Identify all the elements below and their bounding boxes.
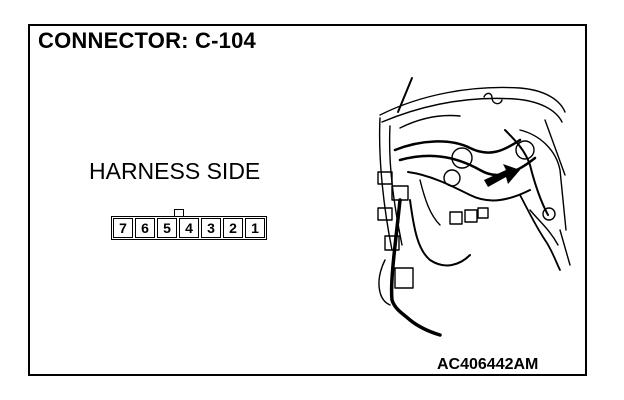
harness-bundle (378, 259, 391, 306)
dashboard-outline (381, 97, 563, 123)
harness-bundle (504, 129, 549, 216)
harness-bundle (409, 199, 471, 267)
connector-box (449, 211, 463, 225)
harness-bundle (398, 154, 537, 177)
connector-pin: 2 (223, 218, 243, 238)
diagram-frame (28, 24, 587, 376)
figure-code: AC406442AM (437, 356, 539, 373)
harness-bundle (393, 138, 522, 154)
connector-pin: 5 (157, 218, 177, 238)
harness-bundle (519, 194, 561, 271)
connector-pin: 6 (135, 218, 155, 238)
harness-bundle (419, 179, 441, 226)
dash-bracket (559, 229, 571, 266)
connector-pin: 4 (179, 218, 199, 238)
dash-bracket (544, 119, 566, 176)
harness-bundle (389, 198, 442, 337)
harness-bundle (407, 171, 531, 202)
connector-pin: 3 (201, 218, 221, 238)
connector-box (377, 207, 393, 221)
harness-bundle (529, 209, 559, 246)
connector-box (464, 209, 478, 223)
antenna-line (397, 77, 413, 113)
connector-box (377, 171, 393, 185)
connector-pin: 1 (245, 218, 265, 238)
dash-bracket (519, 129, 567, 231)
connector-lock-tab (174, 209, 184, 216)
dashboard-outline (379, 86, 566, 116)
connector-box (477, 207, 489, 219)
clip (483, 92, 503, 105)
connector-box (384, 235, 400, 251)
wire-loop (515, 140, 535, 160)
wire-loop (451, 147, 473, 169)
arrow-indicator (484, 164, 520, 187)
harness-side-label: HARNESS SIDE (89, 158, 261, 184)
connector-pin: 7 (113, 218, 133, 238)
connector-title: CONNECTOR: C-104 (38, 28, 256, 53)
dashboard-outline (399, 114, 461, 129)
a-pillar (388, 125, 403, 246)
wire-loop (443, 169, 461, 187)
wire-loop (542, 207, 556, 221)
connector-pin-block: 7 6 5 4 3 2 1 (111, 216, 267, 240)
connector-box (394, 267, 414, 289)
